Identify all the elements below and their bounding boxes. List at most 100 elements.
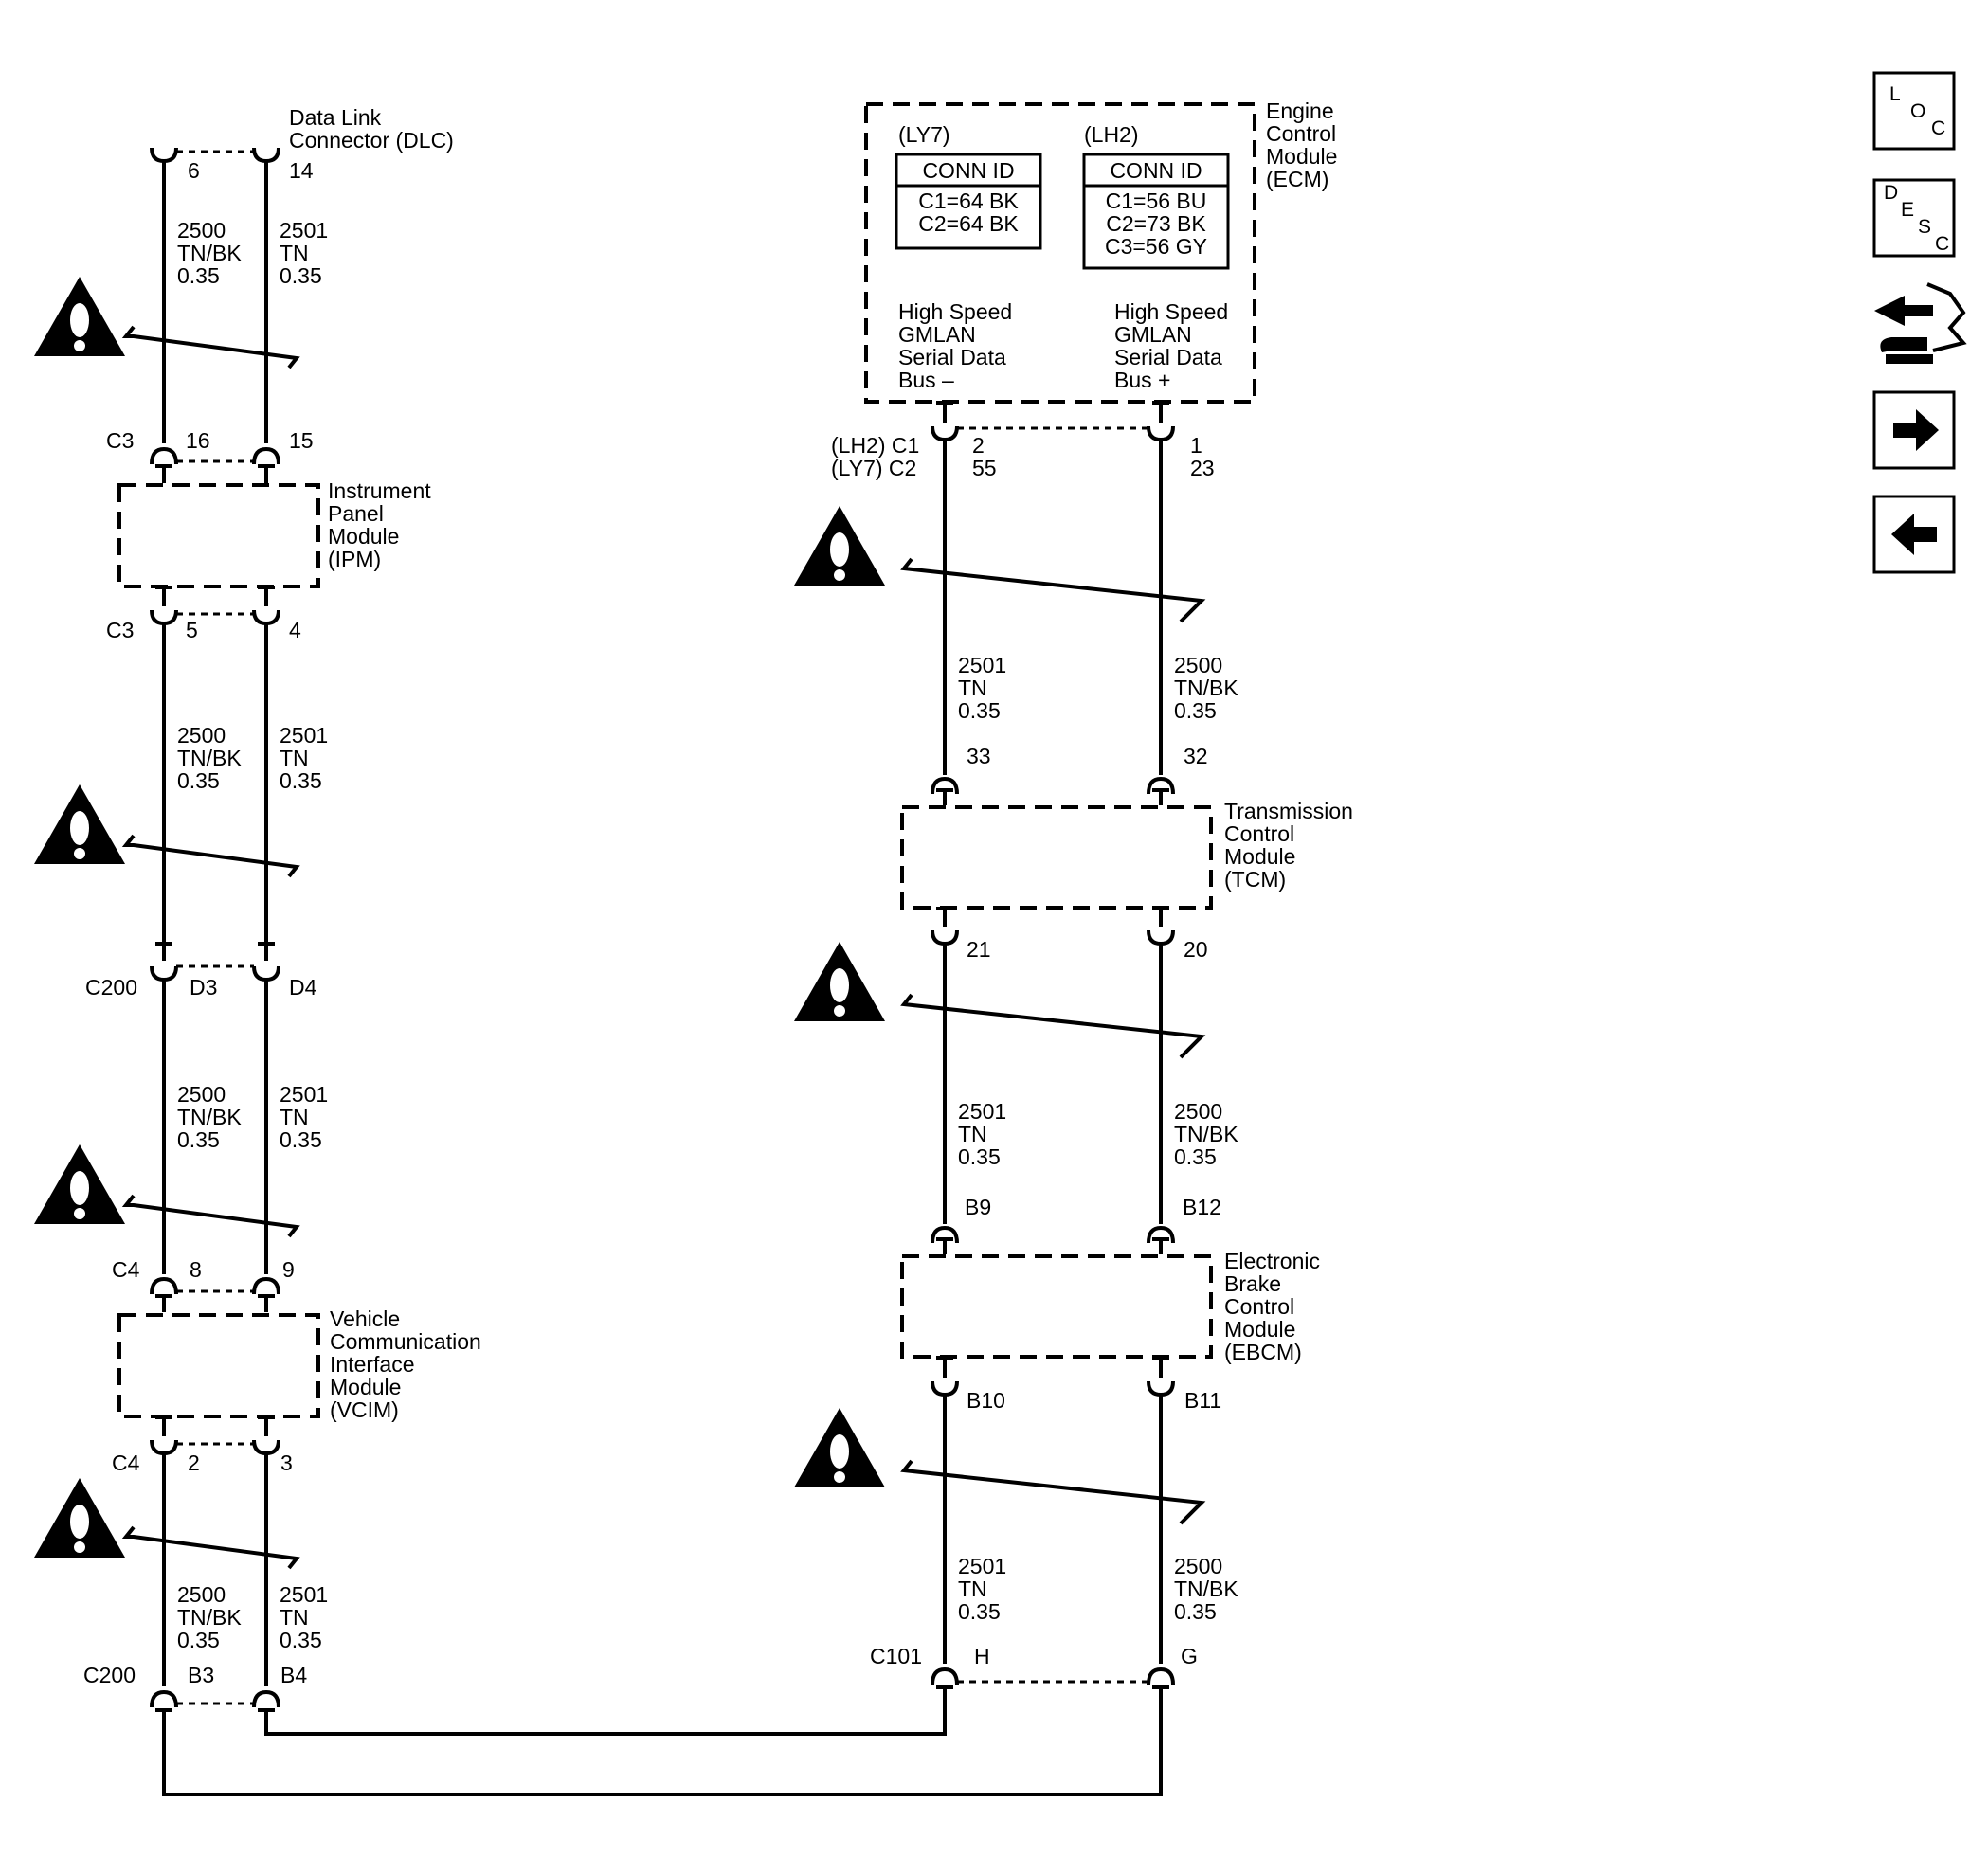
vcim-top-terminal-a [150,1276,178,1295]
wire-label-2500: 2500 [1174,1099,1222,1124]
connector-id: (LY7) C2 [831,456,916,480]
wire-label-2500: 0.35 [177,1628,220,1652]
ipm-label: Module [328,524,399,549]
wire-label-2501: TN [280,746,309,770]
desc-button-letter: D [1884,182,1898,204]
wrench-icon [1880,337,1927,352]
ebcm-module-box [900,1254,1213,1359]
arrow-right-icon [1893,409,1939,451]
ebcm-bottom-terminal-b [1147,1380,1175,1397]
loc-button[interactable] [1872,71,1956,151]
next-page-button[interactable] [1872,390,1956,470]
arrow-left-icon [1891,514,1937,555]
wire-label-2501: 2501 [280,218,328,243]
wire-label-2501: 2501 [280,1582,328,1607]
pin-number: 2 [188,1451,200,1475]
ipm-label: Panel [328,501,384,526]
lh2-conn-id-line: C3=56 GY [1105,234,1207,259]
wire-label-2501: TN [958,676,987,700]
wire-label-2500: TN/BK [1174,1122,1238,1146]
pin-number: 4 [289,618,301,642]
harness-wire-2500 [162,1705,1163,1796]
ipm-top-terminal-b [252,446,280,465]
wire-label-2500: 2500 [177,218,226,243]
wire-label-2501: TN [958,1577,987,1601]
pin-number: 20 [1184,937,1208,962]
dlc-pin-b: 14 [289,158,314,183]
connector-id: C3 [106,428,134,453]
harness-wire-2501 [264,1705,947,1736]
ebcm-label: Electronic [1224,1249,1320,1273]
wire-label-2500: 0.35 [177,1127,220,1152]
vcim-label: (VCIM) [330,1397,399,1422]
connector-id: C200 [83,1663,136,1687]
warning-icon-dot [834,569,845,581]
wire-label-2501: 2501 [958,653,1006,677]
tcm-label: Module [1224,844,1295,869]
connector-id: C4 [112,1451,140,1475]
desc-button-letter: C [1935,233,1949,255]
warning-icon-mark [830,968,849,1002]
pin-number: 2 [972,433,985,458]
pin-number: 32 [1184,744,1208,768]
pin-number: B3 [188,1663,214,1687]
connector-id: C3 [106,618,134,642]
tcm-label: Transmission [1224,799,1353,823]
ipm-module-box [117,483,320,588]
vcim-top-terminal-b [252,1276,280,1295]
vcim-module-box [117,1313,320,1418]
bus-plus-label: Serial Data [1114,345,1222,369]
ipm-bottom-terminal-b [252,609,280,626]
tcm-top-terminal-a [931,776,959,795]
tcm-label: Control [1224,821,1294,846]
vcim-label: Vehicle [330,1306,400,1331]
wire-label-2500: 0.35 [177,263,220,288]
pin-number: 5 [186,618,198,642]
ebcm-label: Control [1224,1294,1294,1319]
ebcm-top-terminal-b [1147,1225,1175,1244]
pin-number: B12 [1183,1195,1221,1219]
dlc-terminal-b [252,147,280,164]
wire-label-2500: 2500 [177,1082,226,1107]
pin-number: 9 [282,1257,295,1282]
loc-button-letter: C [1931,117,1945,139]
c200-bottom-terminal-b [252,1689,280,1708]
tcm-module-box [900,805,1213,910]
c200-terminal-a [150,965,178,982]
warning-icon-mark [70,303,89,337]
wire-label-2501: TN [280,241,309,265]
pin-number: 1 [1190,433,1202,458]
wire-label-2501: TN [958,1122,987,1146]
desc-button-letter: E [1901,199,1914,221]
connector-id: C4 [112,1257,140,1282]
warning-icon-dot [74,1541,85,1553]
c200-bottom-terminal-a [150,1689,178,1708]
wire-label-2501: 0.35 [280,1127,322,1152]
dlc-label: Data Link [289,105,382,130]
bus-minus-label: Serial Data [898,345,1006,369]
vcim-bottom-terminal-b [252,1439,280,1456]
wire-label-2500: TN/BK [177,1105,242,1129]
vcim-label: Interface [330,1352,415,1377]
ly7-conn-id-header: CONN ID [922,158,1014,183]
wire-label-2500: TN/BK [1174,1577,1238,1601]
warning-icon-dot [834,1471,845,1483]
pin-number: B9 [965,1195,991,1219]
warning-icon-mark [70,1171,89,1205]
ly7-conn-id-table [895,153,1042,250]
c101-terminal-a [931,1667,959,1685]
ecm-module-box [864,102,1256,404]
wire-label-2500: TN/BK [177,746,242,770]
connector-repair-icon-outline [1926,282,1967,352]
connector-repair-icon[interactable] [1874,296,1933,326]
connector-id: C101 [870,1644,922,1668]
wire-label-2501: 0.35 [280,1628,322,1652]
vcim-bottom-terminal-a [150,1439,178,1456]
wrench-icon-handle [1886,354,1933,364]
pin-number: H [974,1644,990,1668]
desc-button[interactable] [1872,178,1956,258]
bus-plus-label: GMLAN [1114,322,1192,347]
ebcm-top-terminal-a [931,1225,959,1244]
previous-page-button[interactable] [1872,495,1956,574]
